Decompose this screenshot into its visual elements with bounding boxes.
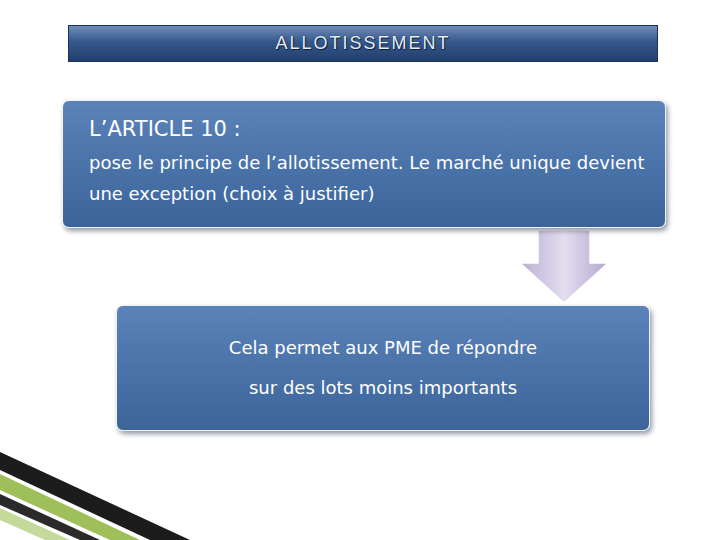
box-body: pose le principe de l’allotissement. Le …	[89, 147, 645, 209]
block-arrow	[520, 230, 608, 303]
title-bar: ALLOTISSEMENT	[68, 25, 658, 62]
process-box: L’ARTICLE 10 : pose le principe de l’allo…	[62, 100, 666, 228]
stripe	[0, 474, 140, 540]
title-text: ALLOTISSEMENT	[275, 33, 450, 54]
box-heading: L’ARTICLE 10 :	[89, 115, 645, 143]
stripe	[0, 452, 190, 540]
box-body: Cela permet aux PME de répondre sur des …	[213, 328, 553, 408]
process-box: Cela permet aux PME de répondre sur des …	[116, 305, 650, 431]
stripe	[0, 494, 100, 540]
arrow-shape	[520, 230, 608, 303]
stripe	[0, 508, 70, 540]
